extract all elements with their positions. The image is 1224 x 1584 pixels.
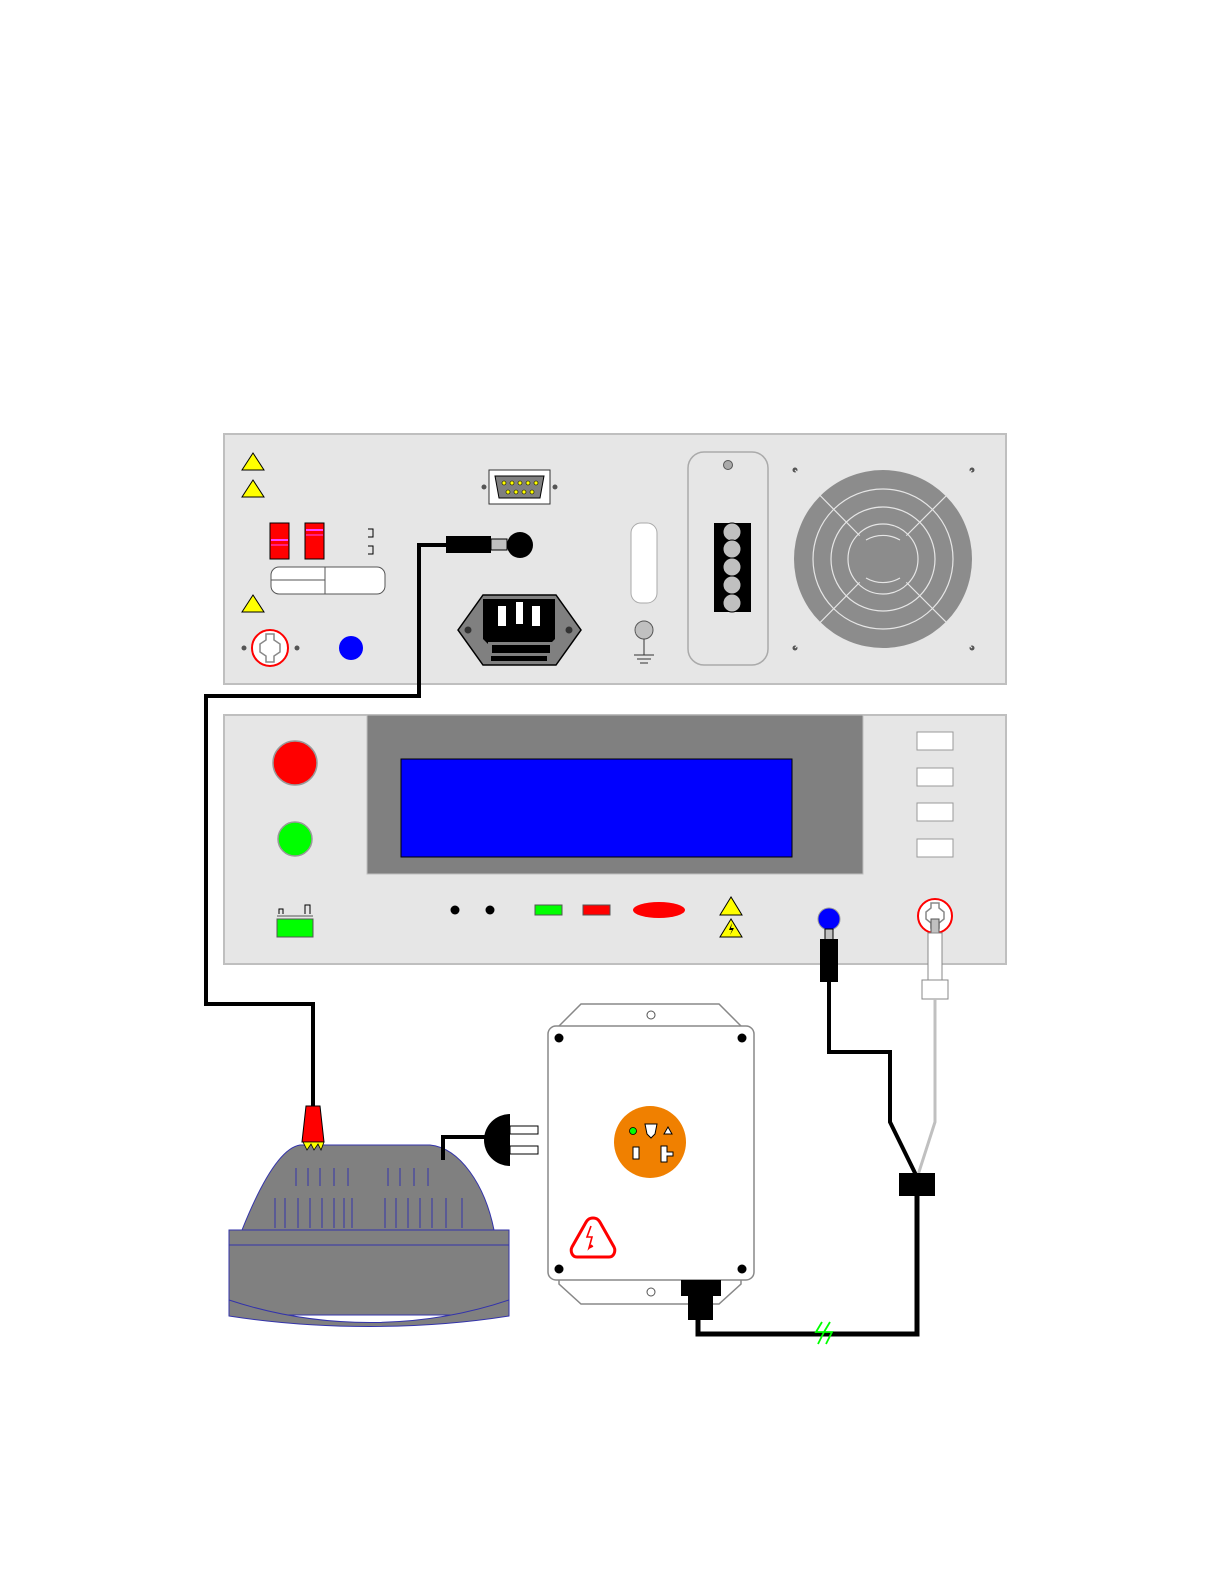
cable-splice: [899, 1173, 935, 1196]
fail-led: [583, 905, 610, 915]
rear-panel: [224, 434, 1006, 684]
soft-key[interactable]: [917, 768, 953, 786]
db9-serial-port[interactable]: [482, 470, 558, 504]
terminal-block[interactable]: [688, 452, 768, 665]
device-connector: [302, 1106, 324, 1150]
soft-key[interactable]: [917, 839, 953, 857]
fuse-holder[interactable]: [305, 523, 324, 559]
cooling-fan: [793, 468, 975, 651]
test-button[interactable]: [278, 822, 312, 856]
soft-key[interactable]: [917, 803, 953, 821]
soft-key[interactable]: [917, 732, 953, 750]
return-jack[interactable]: [339, 636, 363, 660]
iec-power-inlet[interactable]: [458, 595, 581, 665]
lcd-screen: [401, 759, 792, 857]
voltage-selector-plate: [271, 567, 385, 594]
indicator-dot: [451, 906, 460, 915]
indicator-dot: [486, 906, 495, 915]
return-cable: [829, 982, 916, 1175]
hv-cable: [918, 999, 935, 1175]
fuse-holder[interactable]: [270, 523, 289, 559]
reset-button[interactable]: [273, 741, 317, 785]
hv-on-indicator: [633, 902, 685, 918]
pass-led: [535, 905, 562, 915]
test-fixture-box: [548, 1004, 754, 1304]
blank-slot: [631, 523, 657, 603]
orange-outlet-icon[interactable]: [614, 1106, 686, 1178]
device-under-test: [229, 1145, 509, 1327]
front-return-jack[interactable]: [818, 908, 840, 930]
front-panel: [224, 715, 1006, 964]
display-bezel: [367, 715, 863, 874]
